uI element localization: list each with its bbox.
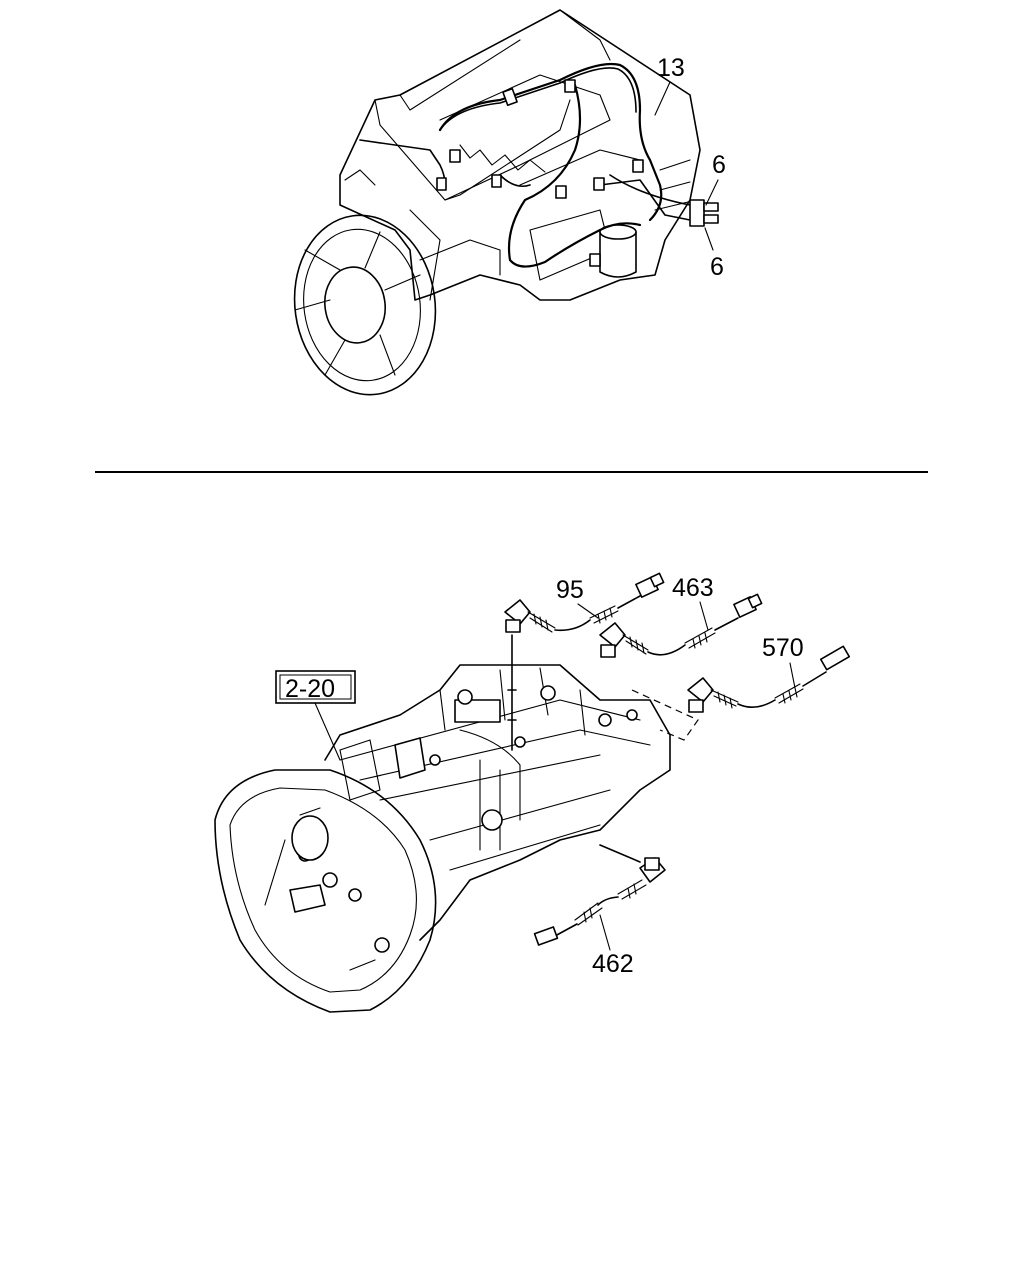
engine-illustration [293,9,719,396]
callout-570: 570 [762,634,804,689]
sensor-463 [599,593,763,658]
sensor-570 [687,645,851,713]
callout-6-upper: 6 [705,151,726,206]
callout-95-label: 95 [556,576,584,604]
callout-463: 463 [672,574,714,631]
callout-6-lower-label: 6 [710,253,724,281]
sensor-95 [504,572,665,633]
reference-box-label: 2-20 [285,675,335,703]
callout-95: 95 [556,576,599,619]
callout-6-lower: 6 [704,227,724,281]
callout-570-label: 570 [762,634,804,662]
reference-box-2-20: 2-20 [275,670,356,761]
callout-13: 13 [654,54,685,116]
callout-13-label: 13 [657,54,685,82]
transmission-illustration [214,634,671,1013]
sensor-570-leader [631,689,699,741]
callout-462: 462 [592,914,634,978]
sensor-462 [533,844,666,946]
callout-462-label: 462 [592,950,634,978]
callout-463-label: 463 [672,574,714,602]
callout-6-upper-label: 6 [712,151,726,179]
